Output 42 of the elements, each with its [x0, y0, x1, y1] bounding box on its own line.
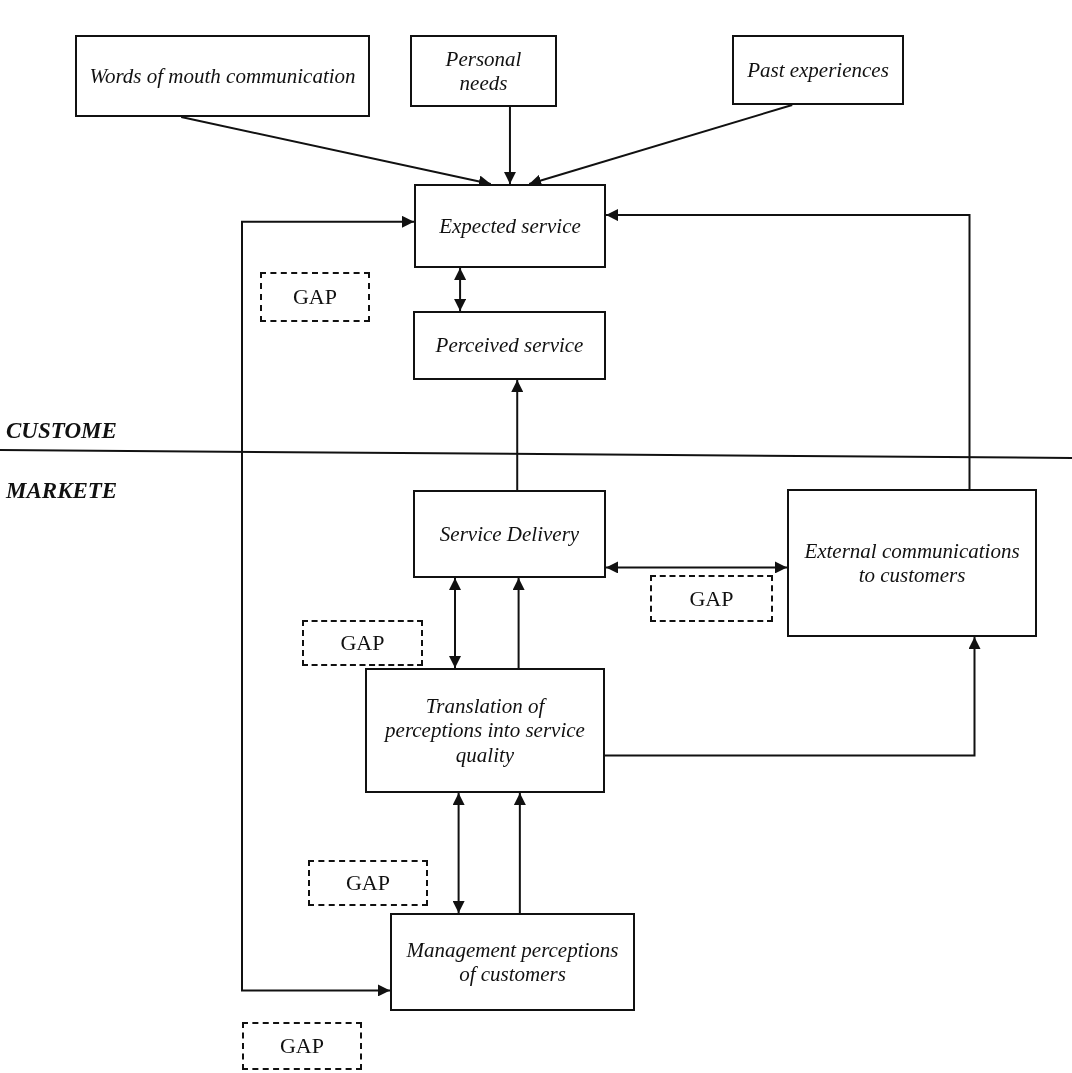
process-box	[413, 490, 606, 578]
arrow	[241, 215, 415, 997]
node-label: GAP	[345, 870, 391, 896]
node-label: GAP	[688, 585, 735, 612]
section-label: MARKETE	[6, 478, 118, 504]
process-box	[410, 35, 557, 107]
process-box	[365, 668, 605, 793]
arrow	[528, 104, 794, 187]
gap-box	[302, 620, 423, 666]
process-box	[75, 35, 370, 117]
process-box	[732, 35, 904, 105]
gap-box	[308, 860, 428, 906]
gap-box	[242, 1022, 362, 1070]
process-box	[390, 913, 635, 1011]
arrow	[449, 577, 461, 669]
arrow	[513, 792, 526, 914]
node-label: External communications to customers	[803, 538, 1021, 588]
arrow	[605, 561, 788, 574]
node-label: Perceived service	[434, 333, 585, 358]
arrow	[604, 636, 981, 757]
node-label: Expected service	[438, 213, 582, 239]
arrow	[512, 577, 525, 669]
gap-box	[260, 272, 370, 322]
process-box	[413, 311, 606, 380]
node-label: Past experiences	[746, 57, 890, 83]
node-label: Management perceptions of customers	[405, 937, 620, 987]
arrow	[511, 379, 524, 491]
gap-box	[650, 575, 773, 622]
section-label: CUSTOME	[6, 418, 117, 444]
node-label: GAP	[292, 284, 338, 310]
node-label: GAP	[279, 1033, 325, 1059]
node-label: Service Delivery	[438, 521, 581, 547]
node-label: GAP	[339, 630, 386, 656]
arrow	[503, 106, 516, 185]
arrow	[452, 792, 465, 914]
node-label: Words of mouth communication	[88, 63, 357, 89]
node-label: Translation of perceptions into service quality	[383, 694, 586, 767]
arrow	[454, 267, 467, 312]
arrow	[605, 209, 971, 490]
node-label: Personal needs	[444, 46, 523, 96]
process-box	[787, 489, 1037, 637]
process-box	[414, 184, 606, 268]
